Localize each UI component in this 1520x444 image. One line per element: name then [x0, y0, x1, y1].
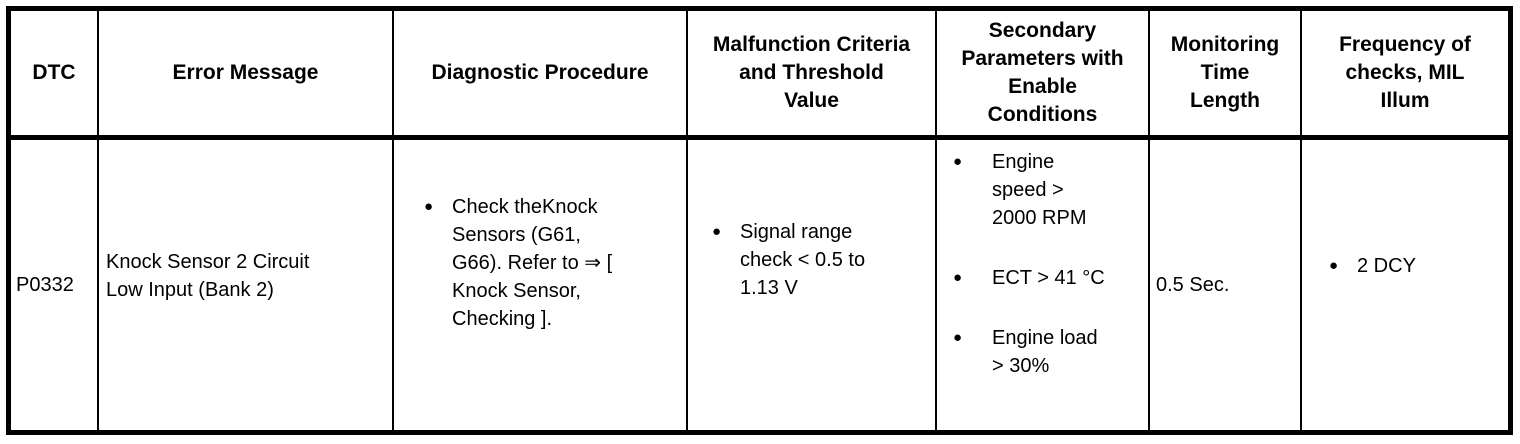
secondary-parameter-engine-speed: Engine speed > 2000 RPM	[992, 151, 1087, 229]
cell-error-message: Knock Sensor 2 Circuit Low Input (Bank 2…	[99, 140, 394, 430]
dtc-table: DTC Error Message Diagnostic Procedure M…	[6, 6, 1513, 435]
cell-monitoring-time-length: 0.5 Sec.	[1150, 140, 1302, 430]
cell-diagnostic-procedure: ● Check theKnock Sensors (G61, G66). Ref…	[394, 140, 688, 430]
frequency-of-checks-text: 2 DCY	[1357, 255, 1416, 277]
monitoring-time-text: 0.5 Sec.	[1156, 274, 1230, 296]
cell-secondary-parameters: ● Engine speed > 2000 RPM ● ECT > 41 °C …	[937, 140, 1150, 430]
list-item: ● ECT > 41 °C	[953, 264, 1105, 292]
header-cell-diagnostic-procedure: Diagnostic Procedure	[394, 11, 688, 140]
bullet-icon: ●	[953, 269, 963, 286]
list-item: ● Engine speed > 2000 RPM	[953, 148, 1105, 232]
header-cell-secondary-parameters: Secondary Parameters with Enable Conditi…	[937, 11, 1150, 140]
malfunction-criteria-text: Signal range check < 0.5 to 1.13 V	[740, 221, 866, 299]
cell-malfunction-criteria: ● Signal range check < 0.5 to 1.13 V	[688, 140, 937, 430]
error-message-text: Knock Sensor 2 Circuit Low Input (Bank 2…	[106, 251, 310, 301]
cell-dtc: P0332	[11, 140, 99, 430]
dtc-code: P0332	[16, 274, 74, 296]
header-cell-malfunction-criteria: Malfunction Criteria and Threshold Value	[688, 11, 937, 140]
bullet-icon: ●	[953, 329, 963, 346]
list-item: ● Signal range check < 0.5 to 1.13 V	[712, 218, 865, 302]
bullet-icon: ●	[424, 198, 434, 215]
header-cell-error-message: Error Message	[99, 11, 394, 140]
header-cell-monitoring-time-length: Monitoring Time Length	[1150, 11, 1302, 140]
bullet-icon: ●	[712, 223, 722, 240]
bullet-icon: ●	[1329, 257, 1339, 274]
cell-frequency-of-checks: ● 2 DCY	[1302, 140, 1508, 430]
header-cell-dtc: DTC	[11, 11, 99, 140]
bullet-icon: ●	[953, 153, 963, 170]
diagnostic-procedure-text: Check theKnock Sensors (G61, G66). Refer…	[452, 196, 613, 330]
list-item: ● Check theKnock Sensors (G61, G66). Ref…	[424, 193, 612, 333]
list-item: ● 2 DCY	[1329, 252, 1416, 280]
header-cell-frequency-of-checks: Frequency of checks, MIL Illum	[1302, 11, 1508, 140]
secondary-parameter-engine-load: Engine load > 30%	[992, 327, 1098, 377]
list-item: ● Engine load > 30%	[953, 324, 1105, 380]
secondary-parameter-ect: ECT > 41 °C	[992, 267, 1105, 289]
